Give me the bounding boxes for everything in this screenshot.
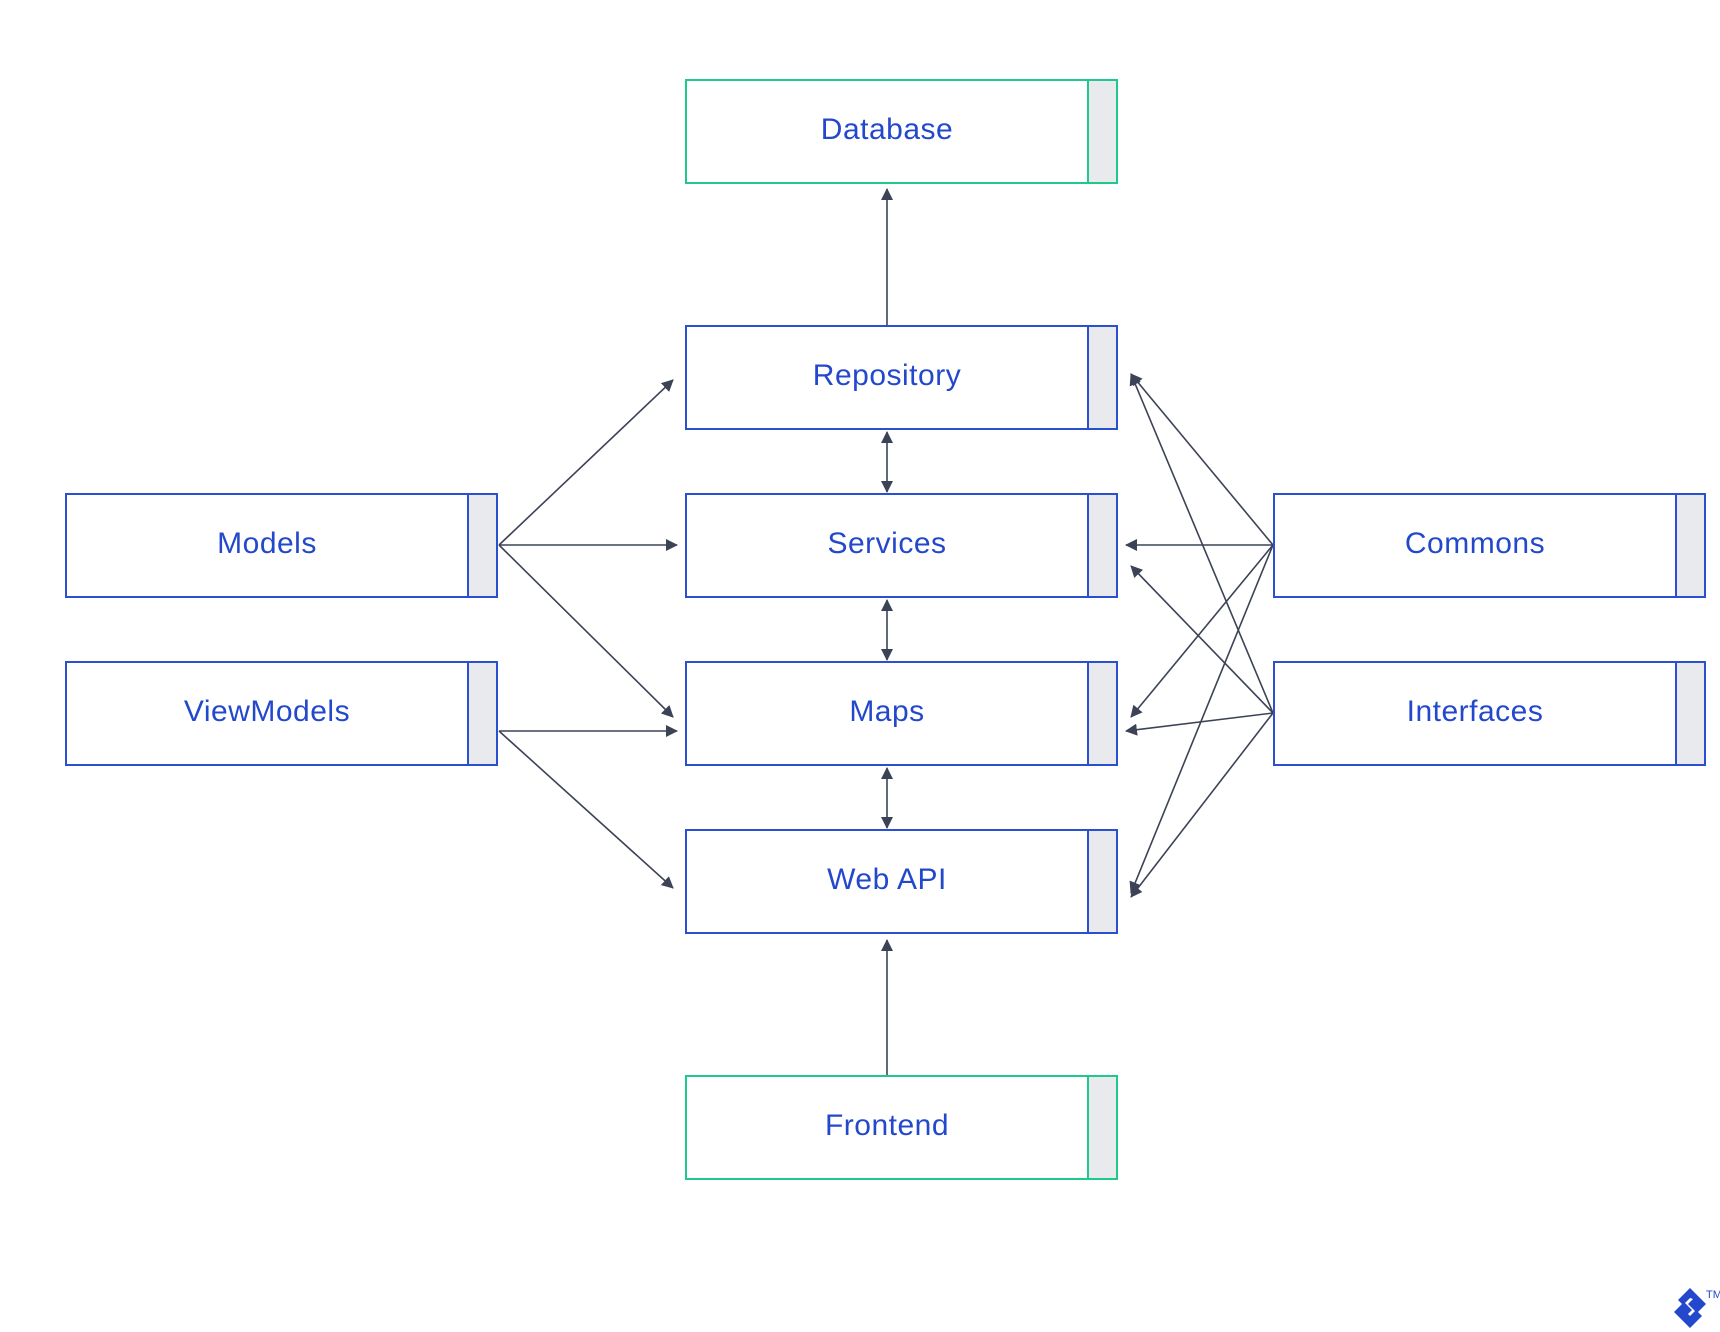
box-database: Database	[685, 79, 1118, 184]
webapi-label: Web API	[827, 863, 947, 896]
arrow-commons-to-maps	[1130, 544, 1274, 718]
database-label: Database	[821, 113, 953, 146]
box-interfaces: Interfaces	[1273, 661, 1706, 766]
arrow-interfaces-to-maps	[1125, 712, 1274, 736]
box-maps: Maps	[685, 661, 1118, 766]
arrow-models-to-repository	[498, 379, 674, 546]
services-label: Services	[827, 527, 946, 560]
arrow-interfaces-to-repository	[1129, 373, 1274, 714]
viewmodels-label: ViewModels	[184, 695, 350, 728]
arrow-commons-to-webapi	[1129, 544, 1274, 894]
frontend-label: Frontend	[825, 1109, 949, 1142]
maps-label: Maps	[849, 695, 924, 728]
box-models: Models	[65, 493, 498, 598]
toptal-logo-icon: TM	[1674, 1288, 1720, 1328]
arrow-interfaces-to-services	[1130, 565, 1274, 714]
trademark-mark: TM	[1706, 1289, 1720, 1301]
interfaces-label: Interfaces	[1407, 695, 1544, 728]
arrow-interfaces-to-webapi	[1130, 712, 1274, 898]
commons-label: Commons	[1405, 527, 1545, 560]
box-viewmodels: ViewModels	[65, 661, 498, 766]
models-label: Models	[217, 527, 317, 560]
box-repository: Repository	[685, 325, 1118, 430]
arrow-models-to-maps	[498, 544, 674, 718]
arrow-commons-to-repository	[1130, 373, 1274, 546]
box-webapi: Web API	[685, 829, 1118, 934]
connections	[498, 188, 1274, 1075]
box-frontend: Frontend	[685, 1075, 1118, 1180]
repository-label: Repository	[813, 359, 961, 392]
box-services: Services	[685, 493, 1118, 598]
arrow-viewmodels-to-webapi	[498, 730, 674, 889]
box-commons: Commons	[1273, 493, 1706, 598]
